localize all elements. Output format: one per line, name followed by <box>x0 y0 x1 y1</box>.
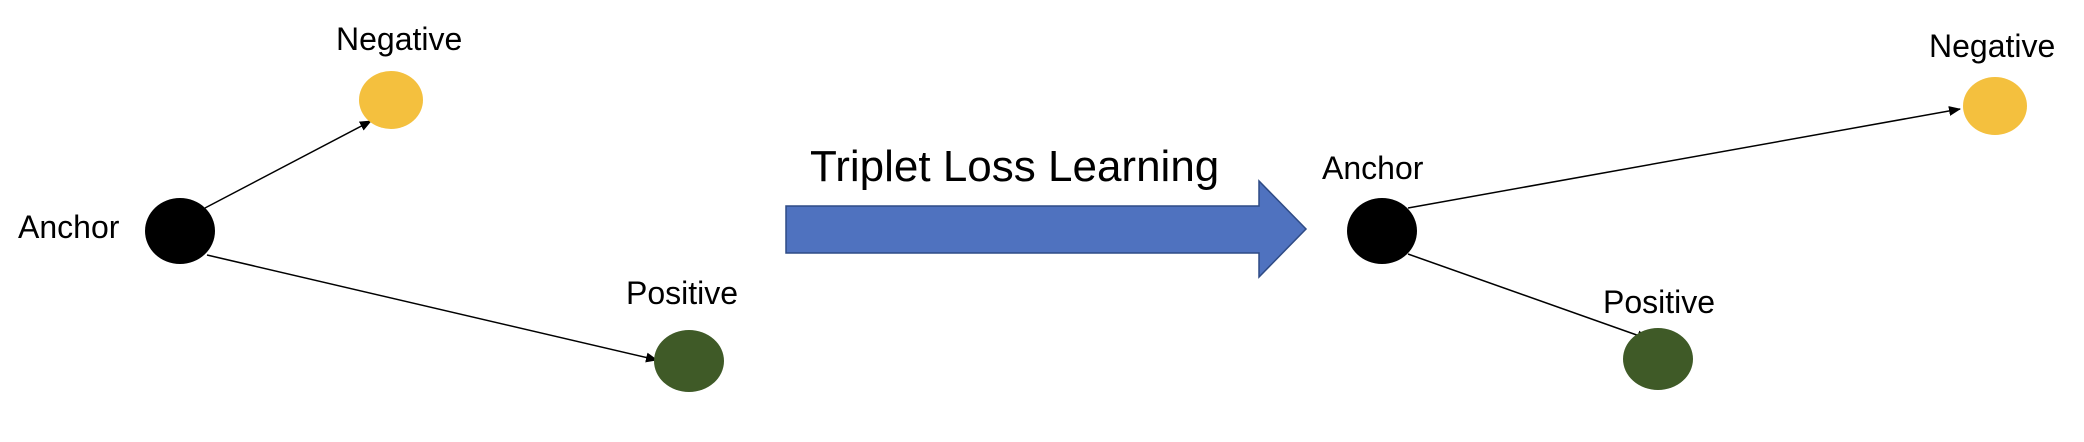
before-anchor-to-positive-edge <box>206 254 658 363</box>
after-panel: Anchor Negative Positive <box>1322 28 2055 390</box>
after-anchor-to-negative-edge <box>1407 106 1961 209</box>
before-anchor-to-negative-edge <box>204 120 372 209</box>
after-anchor-label: Anchor <box>1322 150 1424 186</box>
after-negative-label: Negative <box>1929 28 2055 64</box>
transition: Triplet Loss Learning <box>785 142 1308 279</box>
after-anchor-to-positive-edge <box>1407 253 1649 341</box>
transition-arrow <box>785 179 1308 279</box>
before-anchor-node <box>145 198 215 264</box>
before-panel: Anchor Negative Positive <box>18 21 738 392</box>
before-positive-node <box>654 330 724 392</box>
before-negative-node <box>359 71 423 129</box>
before-anchor-label: Anchor <box>18 209 120 245</box>
before-negative-label: Negative <box>336 21 462 57</box>
after-negative-node <box>1963 77 2027 135</box>
after-positive-label: Positive <box>1603 284 1715 320</box>
before-positive-label: Positive <box>626 275 738 311</box>
after-anchor-node <box>1347 198 1417 264</box>
transition-label: Triplet Loss Learning <box>810 142 1219 191</box>
after-positive-node <box>1623 328 1693 390</box>
